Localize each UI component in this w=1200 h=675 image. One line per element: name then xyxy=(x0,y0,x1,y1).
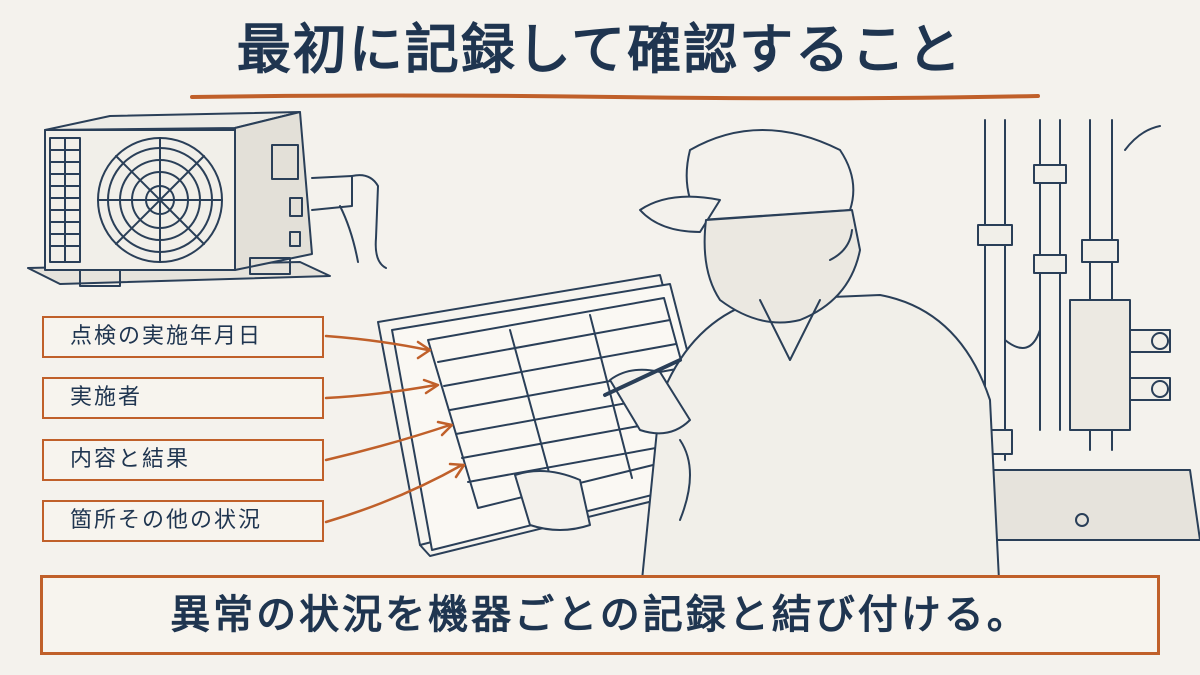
technician-icon xyxy=(514,129,1001,601)
outdoor-ac-unit-icon xyxy=(27,111,387,287)
label-inspector: 実施者 xyxy=(42,377,324,419)
label-location-status: 箇所その他の状況 xyxy=(42,500,324,542)
page-title: 最初に記録して確認すること xyxy=(236,18,964,81)
label-content-result: 内容と結果 xyxy=(42,439,324,481)
pipes-valves-icon xyxy=(977,119,1200,541)
logbook-icon xyxy=(377,274,723,557)
title-underline xyxy=(190,93,1040,101)
arrow-icon xyxy=(324,334,466,524)
summary-box: 異常の状況を機器ごとの記録と結び付ける。 xyxy=(40,575,1160,655)
label-inspection-date: 点検の実施年月日 xyxy=(42,316,324,358)
